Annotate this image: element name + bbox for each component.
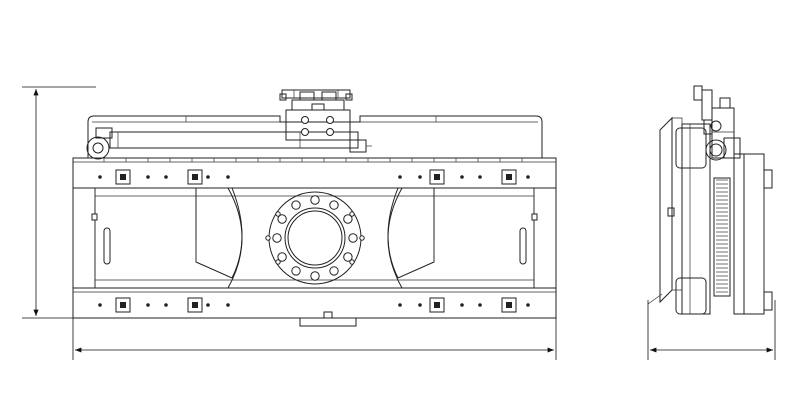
top-carriage-bar [72,157,557,189]
flange-bolt-hole [329,266,339,276]
flange-bolt-hole [329,200,339,210]
bolt-circle-flange [265,191,365,285]
flange-bolt-hole [310,271,320,281]
bar-hole [526,175,530,179]
clamp-block [501,297,517,313]
bottom-carriage-bar [72,287,557,327]
side-valve-block [693,85,741,161]
bar-hole [206,175,210,179]
bar-hole [398,303,402,307]
flange-bolt-hole [348,233,358,243]
clamp-block [429,169,445,185]
bar-hole [478,175,482,179]
clamp-block [501,169,517,185]
flange-bolt-hole [343,252,353,262]
flange-bolt-hole [272,233,282,243]
top-back-plate [87,115,543,158]
flange-bolt-hole [343,214,353,224]
clamp-block [429,297,445,313]
bar-hole [526,303,530,307]
bar-holes [98,175,530,307]
central-rotator-plate [195,187,435,289]
bar-hole [226,303,230,307]
flange-bolt-hole [310,195,320,205]
right-slot [519,227,527,265]
flange-bolt-hole [291,266,301,276]
clamp-block [115,297,131,313]
clamp-block [187,297,203,313]
bar-hole [460,303,464,307]
bar-hole [460,175,464,179]
valve-block [279,89,353,141]
flange-bolt-hole [277,214,287,224]
side-view [647,85,773,315]
left-side-plate [72,187,96,289]
bar-hole [164,303,168,307]
bar-hole [146,175,150,179]
bar-hole [206,303,210,307]
side-rotator-plate [733,153,745,315]
gear-ring [713,177,731,297]
clamp-block [115,169,131,185]
bar-hole [478,303,482,307]
bar-hole [418,175,422,179]
dimension-lines [22,86,776,360]
bar-hole [418,303,422,307]
clamp-block [187,169,203,185]
right-side-plate [533,187,557,289]
bar-hole [164,175,168,179]
bar-hole [398,175,402,179]
bar-hole [146,303,150,307]
side-back-plate [659,116,673,304]
bar-hole [98,175,102,179]
left-slot [103,227,111,265]
bar-hole [98,303,102,307]
hydraulic-cylinder [109,131,372,153]
bar-hole [226,175,230,179]
cylinder-pivot-eye [86,127,113,160]
clamp-blocks [115,169,517,313]
front-view [72,89,557,327]
flange-bolt-hole [277,252,287,262]
flange-bolt-hole [291,200,301,210]
